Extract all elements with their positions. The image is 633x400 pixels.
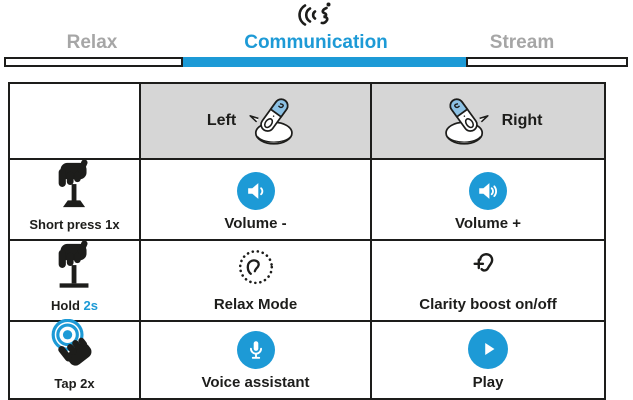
column-header-right: Right bbox=[370, 84, 604, 158]
action-label: Clarity boost on/off bbox=[419, 296, 557, 313]
right-earbud-icon bbox=[434, 94, 496, 148]
right-column-label: Right bbox=[501, 112, 543, 129]
action-cell-voice-assistant: Voice assistant bbox=[139, 320, 370, 398]
volume-down-icon bbox=[236, 172, 275, 210]
action-label: Voice assistant bbox=[201, 374, 310, 391]
gesture-cell-short-press: Short press 1x bbox=[10, 158, 139, 239]
tab-indicator-active-segment bbox=[183, 57, 466, 67]
tab-indicator-left-segment bbox=[4, 57, 183, 67]
action-cell-volume-down: Volume - bbox=[139, 158, 370, 239]
left-earbud-icon bbox=[242, 94, 304, 148]
tap-icon bbox=[48, 319, 102, 371]
gesture-label: Hold 2s bbox=[51, 298, 98, 313]
tab-relax[interactable]: Relax bbox=[66, 32, 118, 53]
tab-stream[interactable]: Stream bbox=[489, 32, 555, 53]
gesture-cell-tap: Tap 2x bbox=[10, 319, 139, 398]
corner-cell bbox=[10, 84, 139, 158]
controls-table: Left bbox=[8, 82, 606, 400]
action-cell-relax-mode: Relax Mode bbox=[139, 239, 370, 320]
hold-icon bbox=[50, 241, 100, 293]
hold-duration: 2s bbox=[83, 298, 98, 313]
action-cell-play: Play bbox=[370, 320, 604, 398]
play-icon bbox=[468, 329, 508, 369]
action-label: Relax Mode bbox=[213, 296, 298, 313]
column-header-left: Left bbox=[139, 84, 370, 158]
speech-icon bbox=[296, 0, 336, 30]
action-cell-clarity-boost: Clarity boost on/off bbox=[370, 239, 604, 320]
tab-communication[interactable]: Communication bbox=[244, 32, 388, 53]
left-column-label: Left bbox=[206, 112, 237, 129]
relax-mode-icon bbox=[234, 247, 278, 291]
short-press-icon bbox=[50, 160, 100, 212]
gesture-cell-hold: Hold 2s bbox=[10, 239, 139, 320]
volume-up-icon bbox=[469, 172, 507, 210]
gesture-label: Short press 1x bbox=[29, 217, 120, 232]
action-label: Volume - bbox=[224, 215, 287, 232]
action-cell-volume-up: Volume + bbox=[370, 158, 604, 239]
clarity-boost-icon bbox=[465, 245, 511, 291]
action-label: Volume + bbox=[455, 215, 521, 232]
action-label: Play bbox=[472, 374, 504, 391]
tab-indicator-right-segment bbox=[466, 57, 628, 67]
gesture-label: Tap 2x bbox=[54, 376, 95, 391]
voice-assistant-icon bbox=[236, 331, 275, 369]
